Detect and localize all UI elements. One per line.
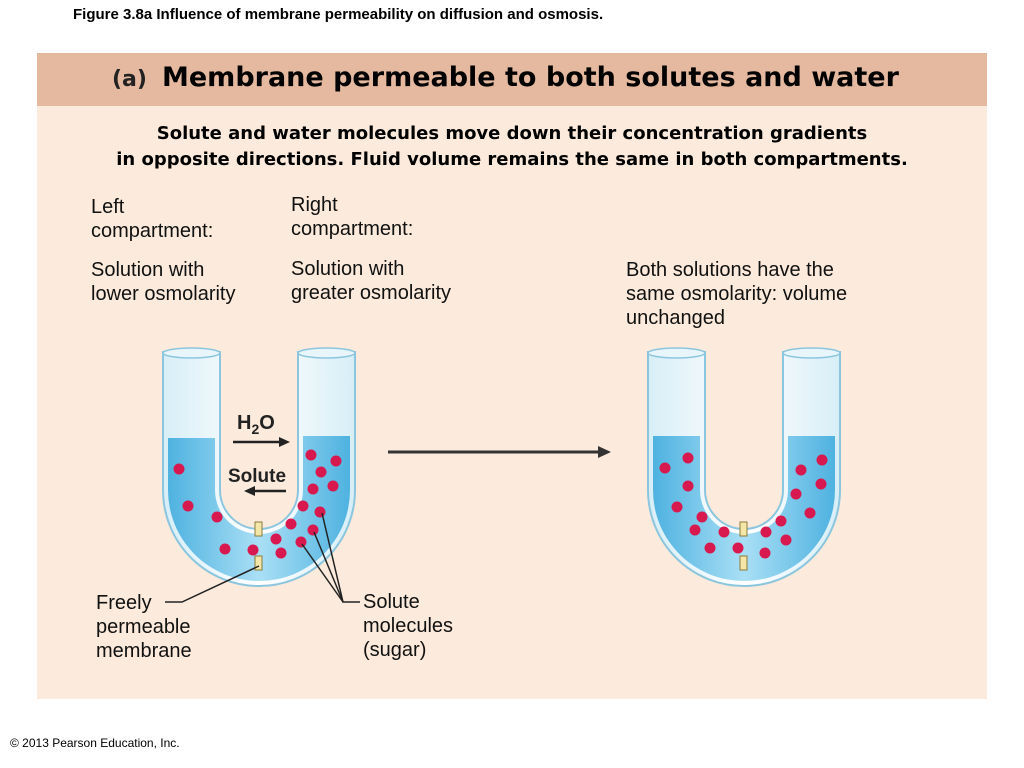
result-line-2: same osmolarity: volume [626,283,848,305]
left-compartment-line-2: compartment: [91,220,214,242]
right-compartment-line-2: compartment: [291,218,414,240]
solute-dot [759,547,771,559]
left-compartment-line-1: Left [91,196,125,218]
figure-caption: Figure 3.8a Influence of membrane permea… [73,6,604,23]
leader-lines [165,512,360,603]
solute-leader-line-2 [313,531,344,603]
result-label: Both solutions have the same osmolarity:… [626,258,847,330]
solute-molecules-line-1: Solute [363,591,420,613]
solute-arrow: Solute [228,466,286,496]
solute-dot [285,518,297,530]
solute-leader-line-3 [301,543,344,603]
panel-intro: Solute and water molecules move down the… [37,121,987,173]
solute-molecules-label: Solute molecules (sugar) [363,590,453,662]
solute-dot [815,478,827,490]
solute-dot [775,515,787,527]
water-arrow-head [279,437,290,447]
solute-dot [270,533,282,545]
panel-header: (a) Membrane permeable to both solutes a… [37,53,987,106]
solute-arrow-head [244,486,255,496]
intro-line-1: Solute and water molecules move down the… [156,123,868,144]
solute-dot [297,500,309,512]
u-tube-before [162,347,356,587]
solute-dot [295,536,307,548]
process-arrow [388,446,611,458]
solute-dot [696,511,708,523]
membrane-pore-top [739,521,748,537]
panel-letter: (a) [112,67,147,92]
left-solution-line-2: lower osmolarity [91,283,236,305]
solute-dot [816,454,828,466]
solute-dot [327,480,339,492]
solute-dots-before [173,449,342,559]
solute-dot [804,507,816,519]
solute-dot [795,464,807,476]
solute-molecules-line-2: molecules [363,615,454,637]
membrane-leader-line [165,565,260,603]
solute-dot [682,452,694,464]
right-compartment-line-1: Right [291,194,338,216]
solute-dot [305,449,317,461]
membrane-pore-top [254,521,263,537]
solute-dot [659,462,671,474]
result-line-3: unchanged [626,307,725,329]
membrane-line-3: membrane [96,640,192,662]
intro-line-2: in opposite directions. Fluid volume rem… [116,149,908,170]
solute-dot [780,534,792,546]
tube-rim-right [297,347,356,359]
solute-dot [682,480,694,492]
left-solution-label: Solution with lower osmolarity [91,258,235,306]
membrane-pore-bottom [739,555,748,571]
copyright-notice: © 2013 Pearson Education, Inc. [10,736,180,750]
solute-dot [718,526,730,538]
solute-arrow-label: Solute [228,466,286,487]
solute-dot [173,463,185,475]
u-tube-after-liquid [653,436,835,581]
right-solution-label: Solution with greater osmolarity [291,257,451,305]
solute-dot [247,544,259,556]
membrane-pore-bottom [254,555,263,571]
left-solution-line-1: Solution with [91,259,205,281]
result-line-1: Both solutions have the [626,259,834,281]
solute-dot [307,524,319,536]
solute-dot [671,501,683,513]
solute-dot [219,543,231,555]
process-arrow-head [598,446,611,458]
u-tube-after [647,347,841,587]
membrane-line-2: permeable [96,616,191,638]
tube-rim-left [647,347,706,359]
solute-dot [689,524,701,536]
solute-dot [330,455,342,467]
panel-title: Membrane permeable to both solutes and w… [162,62,899,93]
right-solution-line-1: Solution with [291,258,405,280]
solute-dot [315,466,327,478]
solute-molecules-line-3: (sugar) [363,639,427,661]
solute-dot [307,483,319,495]
left-compartment-label: Left compartment: [91,195,213,243]
solute-dots-after [659,452,828,559]
membrane-label: Freely permeable membrane [96,591,192,663]
solute-dot [314,506,326,518]
solute-dot [760,526,772,538]
solute-dot [211,511,223,523]
solute-dot [275,547,287,559]
water-label: H2O [237,412,275,437]
membrane-line-1: Freely [96,592,152,614]
right-compartment-label: Right compartment: [291,193,413,241]
solute-dot [704,542,716,554]
solute-dot [182,500,194,512]
water-arrow: H2O [233,412,290,447]
solute-dot [732,542,744,554]
tube-rim-right [782,347,841,359]
solute-dot [790,488,802,500]
tube-rim-left [162,347,221,359]
right-solution-line-2: greater osmolarity [291,282,452,304]
